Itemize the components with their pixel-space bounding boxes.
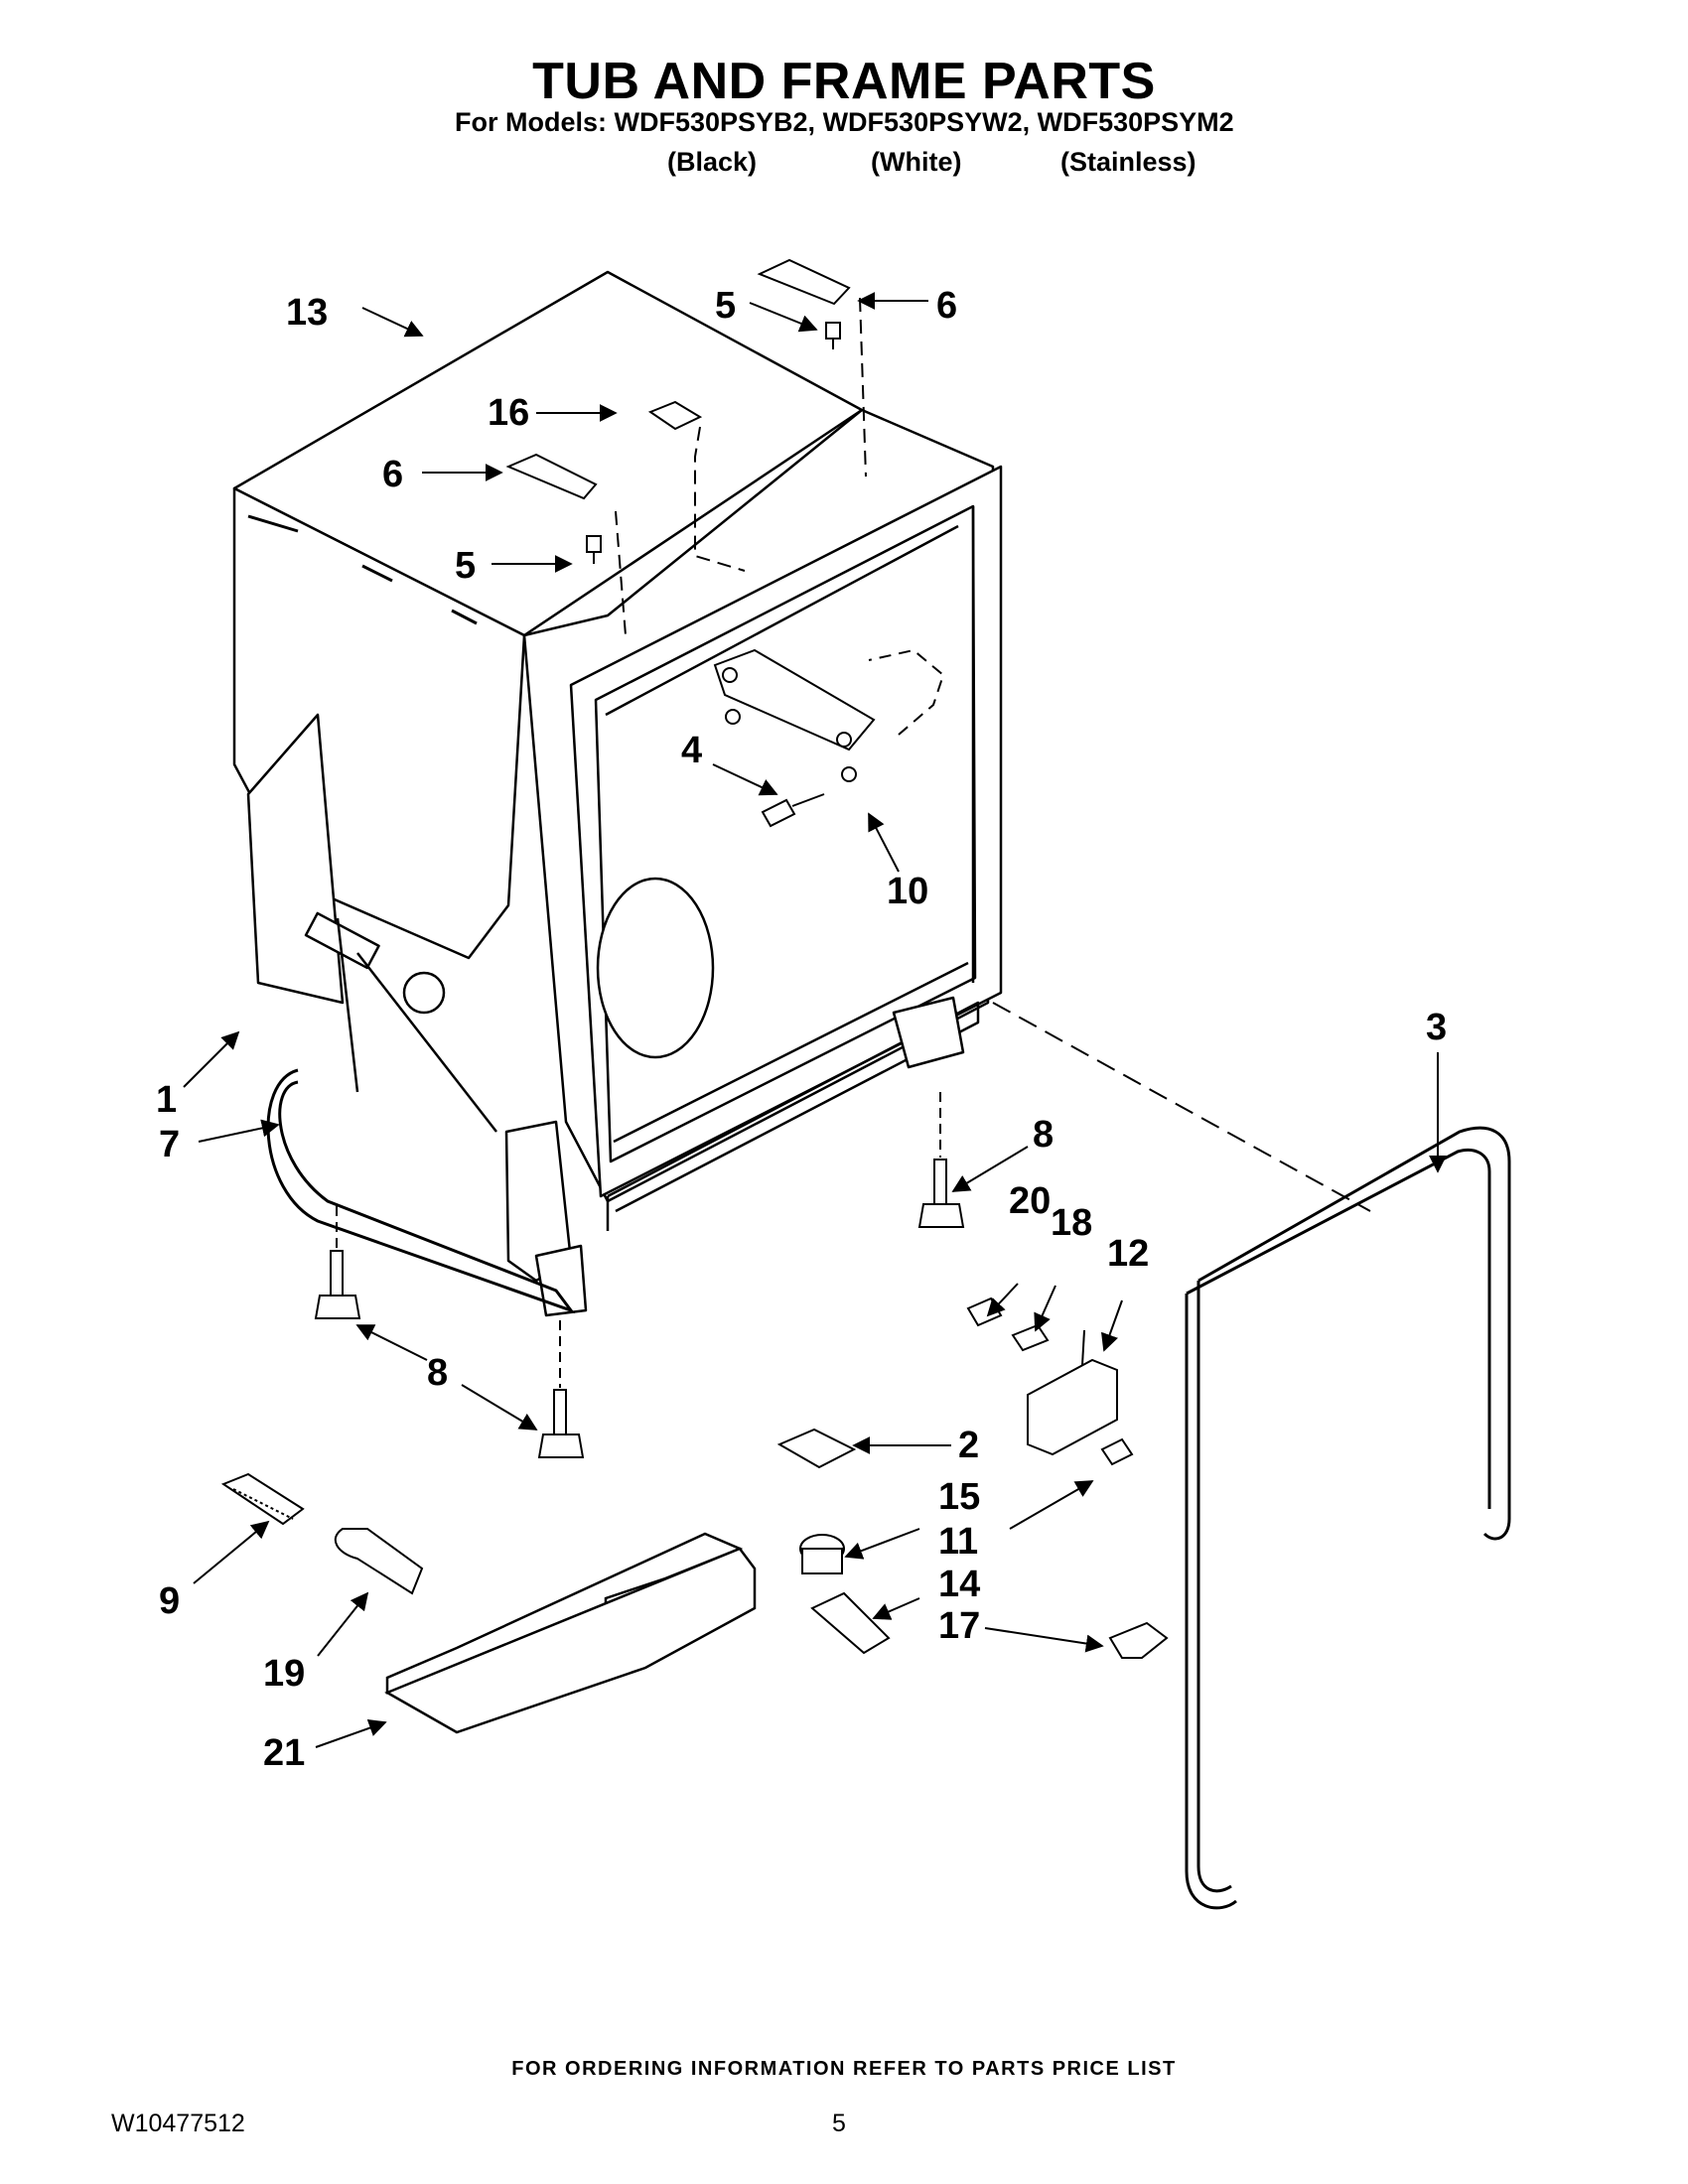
part-17-clip: [1108, 1621, 1169, 1659]
part-14-bracket: [810, 1591, 891, 1655]
callout-20: 20: [1009, 1180, 1051, 1222]
callout-1: 1: [156, 1079, 177, 1121]
part-16-clip: [647, 400, 746, 572]
callout-9: 9: [159, 1580, 180, 1622]
part-9-spring: [220, 1472, 305, 1526]
callout-6-left: 6: [382, 454, 403, 495]
callout-17: 17: [938, 1605, 980, 1647]
part-15-thermostat: [799, 1534, 845, 1574]
callout-12: 12: [1107, 1233, 1149, 1275]
callout-5-left: 5: [455, 545, 476, 587]
page-number: 5: [832, 2110, 846, 2137]
callout-14: 14: [938, 1564, 980, 1605]
page-title: TUB AND FRAME PARTS: [532, 53, 1156, 110]
part-11-screw: [1100, 1437, 1134, 1466]
variant-stainless: (Stainless): [1060, 147, 1196, 177]
hinge-bracket-left: [505, 453, 627, 636]
callout-10: 10: [887, 871, 928, 912]
callout-2: 2: [958, 1425, 979, 1466]
part-8-leveling-leg-a: [314, 1206, 361, 1319]
callout-15: 15: [938, 1476, 980, 1518]
hinge-bracket-top-right: [757, 258, 867, 478]
part-8-leveling-leg-c: [917, 1092, 965, 1228]
part-4-screw: [761, 793, 825, 828]
part-7-drain-hose: [266, 1068, 576, 1314]
part-19-pad: [334, 1528, 424, 1595]
variant-black: (Black): [667, 147, 758, 177]
document-number: W10477512: [111, 2110, 245, 2137]
callout-18: 18: [1051, 1202, 1092, 1244]
callout-13: 13: [286, 292, 328, 334]
variant-white: (White): [871, 147, 962, 177]
part-10-strike-plate: [713, 648, 945, 782]
part-21-insulation-pad: [384, 1532, 757, 1734]
callout-16: 16: [488, 392, 529, 434]
callout-21: 21: [263, 1732, 305, 1774]
callout-4: 4: [681, 730, 702, 771]
leader-arrows: [183, 292, 1447, 1748]
tub-assembly: [232, 270, 1003, 1317]
callout-3: 3: [1426, 1007, 1447, 1048]
callout-8-left: 8: [427, 1352, 448, 1394]
part-2-label: [776, 1428, 857, 1469]
part-20-washer: [966, 1297, 1003, 1327]
ordering-note: FOR ORDERING INFORMATION REFER TO PARTS …: [511, 2058, 1177, 2080]
callout-5-top: 5: [715, 285, 736, 327]
callout-8-right: 8: [1033, 1114, 1054, 1156]
part-3-tub-gasket: [992, 1002, 1511, 1910]
part-8-leveling-leg-b: [537, 1320, 585, 1458]
callout-19: 19: [263, 1653, 305, 1695]
models-line: For Models: WDF530PSYB2, WDF530PSYW2, WD…: [455, 107, 1234, 137]
callout-7: 7: [159, 1124, 180, 1165]
part-18-screw: [1011, 1323, 1050, 1352]
part-12-bracket: [1027, 1329, 1118, 1456]
callout-6-top: 6: [936, 285, 957, 327]
callout-11: 11: [938, 1521, 978, 1563]
